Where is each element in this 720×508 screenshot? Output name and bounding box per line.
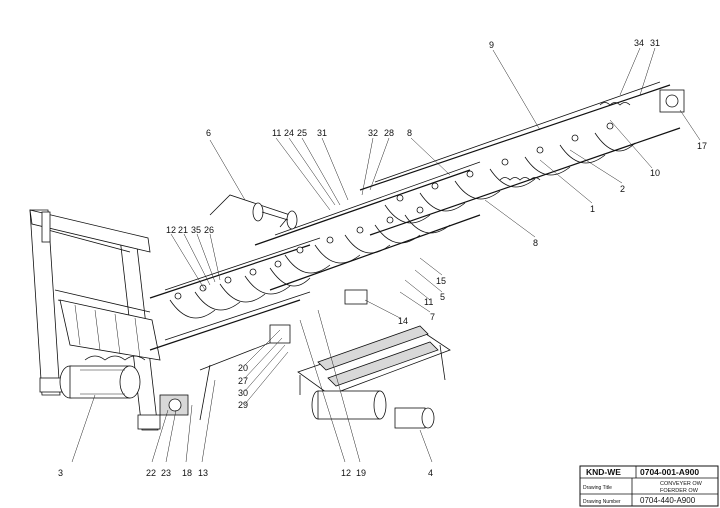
title-block-number: 0704-440-A900 [640,496,696,505]
drive-drum [59,355,189,416]
callout-8-lower: 8 [533,238,538,248]
callout-2: 2 [620,184,625,194]
title-block-title-line1: CONVEYER OW [660,481,703,487]
title-block: KND-WE 0704-001-A900 Drawing Title CONVE… [579,465,719,507]
callout-3: 3 [58,468,63,478]
callout-11: 11 [272,128,281,138]
callout-18: 18 [182,468,192,478]
callout-26: 26 [204,225,214,235]
title-block-drawing-id: 0704-001-A900 [640,467,699,477]
callout-28: 28 [384,128,394,138]
title-block-code: KND-WE [586,467,621,477]
callout-35: 35 [191,225,201,235]
callout-10: 10 [650,168,660,178]
callout-27: 27 [238,376,248,386]
callout-4: 4 [428,468,433,478]
callout-24: 24 [284,128,294,138]
callout-29: 29 [238,400,248,410]
title-block-title-line2: FOERDER OW [660,488,699,494]
callout-22: 22 [146,468,156,478]
callout-13: 13 [198,468,208,478]
upper-conveyor-section [359,81,685,236]
callout-14: 14 [398,316,408,326]
callout-34: 34 [634,38,644,48]
callout-19: 19 [356,468,366,478]
callout-23: 23 [161,468,171,478]
callout-6: 6 [206,128,211,138]
title-block-title-label: Drawing Title [583,485,612,491]
callout-11-lower: 11 [424,297,433,307]
leader-lines [71,47,701,463]
middle-conveyor-section [209,161,481,305]
title-block-number-label: Drawing Number [583,499,621,505]
callout-31: 31 [317,128,327,138]
callout-21: 21 [178,225,188,235]
callout-30: 30 [238,388,248,398]
callout-5: 5 [440,292,445,302]
callout-15: 15 [436,276,446,286]
callout-25: 25 [297,128,307,138]
callout-17: 17 [697,141,707,151]
callout-31-right: 31 [650,38,660,48]
callout-1: 1 [590,204,595,214]
callout-labels: 3 22 23 18 13 12 19 4 20 27 30 29 12 21 … [58,38,707,478]
callout-12-upper: 12 [166,225,176,235]
callout-32: 32 [368,128,378,138]
callout-12: 12 [341,468,351,478]
lower-conveyor-section [149,237,321,421]
callout-9: 9 [489,40,494,50]
callout-7: 7 [430,312,435,322]
callout-8-upper: 8 [407,128,412,138]
callout-20: 20 [238,363,248,373]
support-frame [29,209,161,431]
tail-unit [297,325,451,429]
